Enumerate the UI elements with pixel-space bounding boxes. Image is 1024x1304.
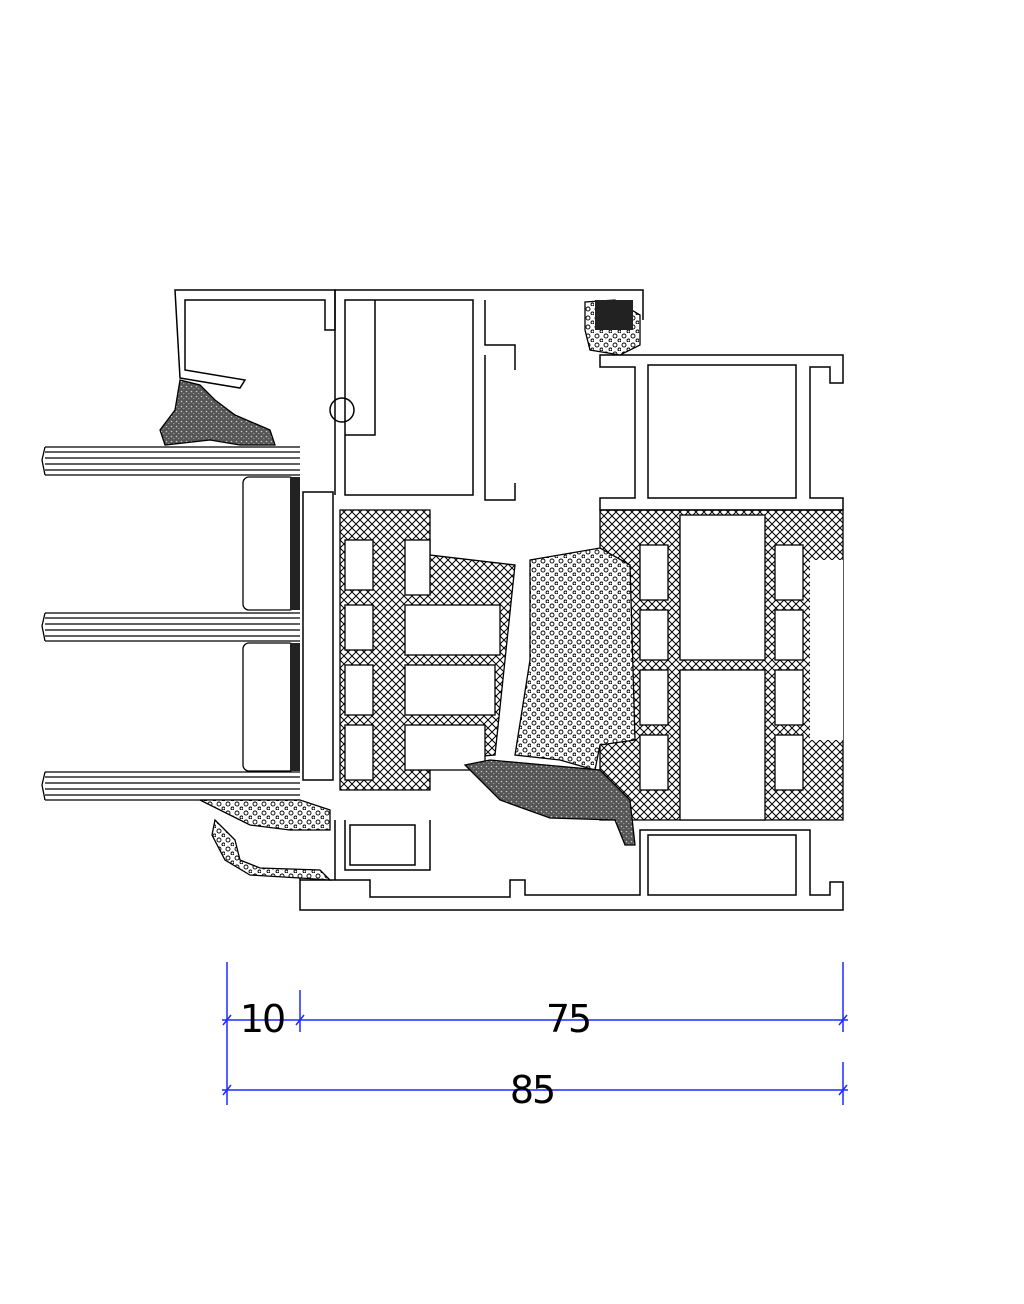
sash-thermal-break	[339, 509, 516, 791]
frame-profile	[174, 289, 844, 911]
frame-thermal-break	[599, 509, 844, 821]
foam-insulation	[199, 299, 641, 881]
dimension-label-75: 75	[546, 997, 590, 1041]
spacer-sealant	[290, 477, 300, 771]
glazing-bead	[302, 491, 334, 781]
glazing-gasket	[159, 379, 636, 846]
dimension-label-85: 85	[510, 1068, 554, 1112]
glazing-panes	[41, 446, 300, 801]
dimension-label-10: 10	[240, 997, 284, 1041]
top-seal-gasket	[595, 300, 633, 330]
dimension-lines	[222, 962, 848, 1105]
